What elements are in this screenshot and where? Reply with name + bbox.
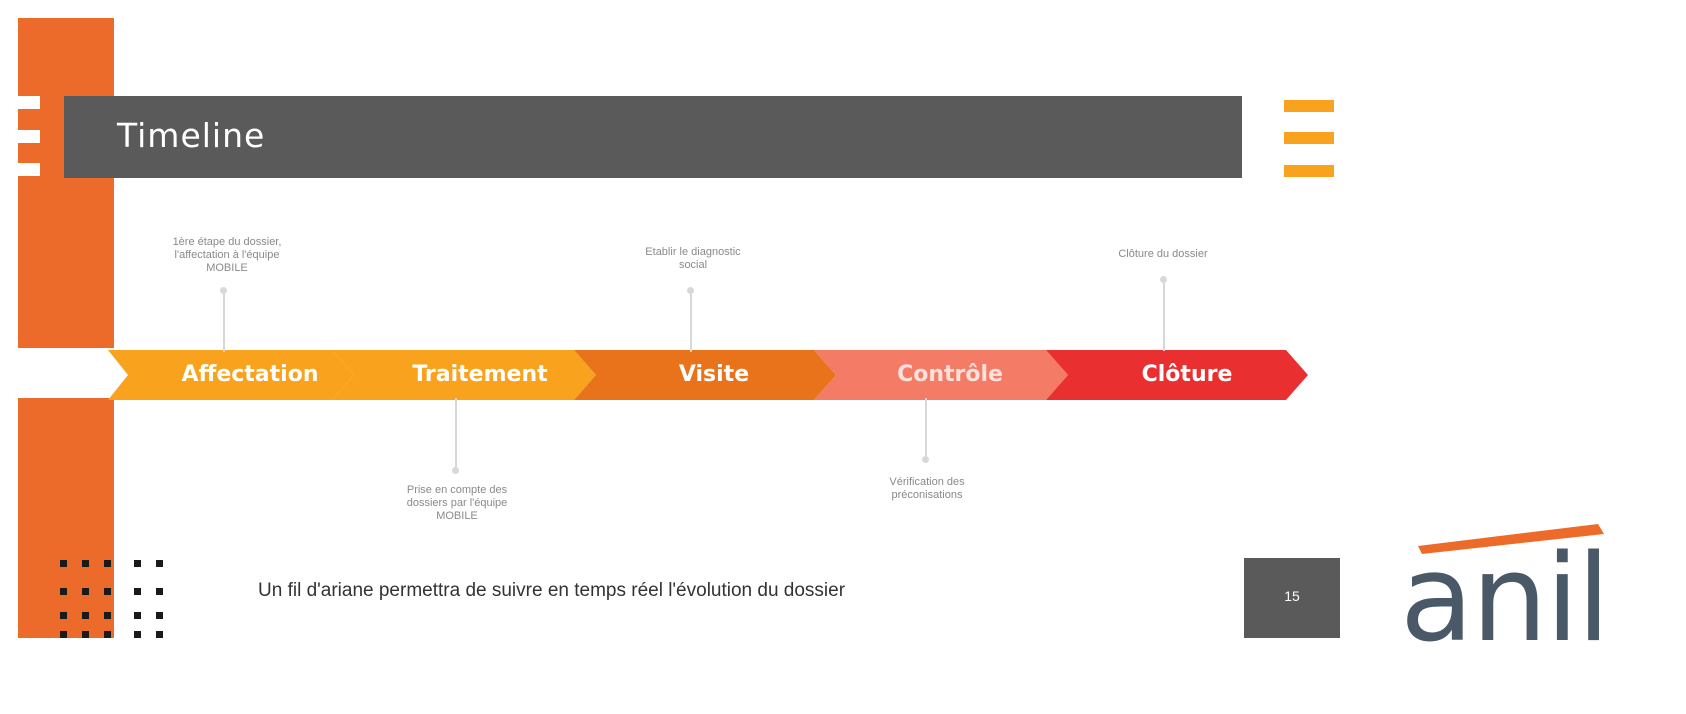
slide-title: Timeline — [117, 116, 266, 155]
decor-stripe — [1284, 165, 1334, 177]
step-traitement-shape — [332, 350, 596, 400]
note-stem — [455, 398, 457, 468]
note-traitement: Prise en compte des dossiers par l'équip… — [406, 484, 508, 522]
logo-roof — [1418, 524, 1604, 554]
timeline-arrow-band — [108, 350, 1308, 400]
note-dot — [687, 287, 694, 294]
decor-stripe — [1284, 100, 1334, 112]
note-dot — [922, 456, 929, 463]
page-number: 15 — [1284, 588, 1300, 604]
note-stem — [925, 398, 927, 458]
dot-grid-decor — [60, 552, 180, 638]
step-controle-shape — [814, 350, 1068, 400]
left-decor-bar — [18, 18, 114, 348]
note-dot — [1160, 276, 1167, 283]
step-affectation-shape — [108, 350, 354, 400]
page-number-box — [1244, 558, 1340, 638]
step-label-affectation: Affectation — [181, 362, 319, 387]
logo-anil: anil — [1400, 530, 1610, 669]
footer-caption: Un fil d'ariane permettra de suivre en t… — [258, 580, 846, 601]
step-label-cloture: Clôture — [1141, 362, 1233, 387]
decor-dash — [18, 96, 40, 109]
note-cloture: Clôture du dossier — [1118, 248, 1208, 260]
note-visite: Etablir le diagnostic social — [645, 246, 741, 271]
decor-dash — [18, 130, 40, 143]
title-banner — [64, 96, 1242, 178]
note-stem — [1163, 281, 1165, 351]
step-label-controle: Contrôle — [897, 362, 1003, 387]
step-label-visite: Visite — [678, 362, 750, 387]
step-cloture-shape — [1046, 350, 1308, 400]
decor-dash — [18, 163, 40, 176]
note-dot — [452, 467, 459, 474]
note-controle: Vérification des préconisations — [889, 476, 965, 501]
left-decor-bar-bottom — [18, 398, 114, 638]
note-dot — [220, 287, 227, 294]
step-label-traitement: Traitement — [412, 362, 548, 387]
note-affectation: 1ère étape du dossier, l'affectation à l… — [172, 236, 282, 274]
decor-stripe — [1284, 132, 1334, 144]
note-stem — [223, 292, 225, 352]
note-stem — [690, 292, 692, 352]
step-visite-shape — [574, 350, 836, 400]
